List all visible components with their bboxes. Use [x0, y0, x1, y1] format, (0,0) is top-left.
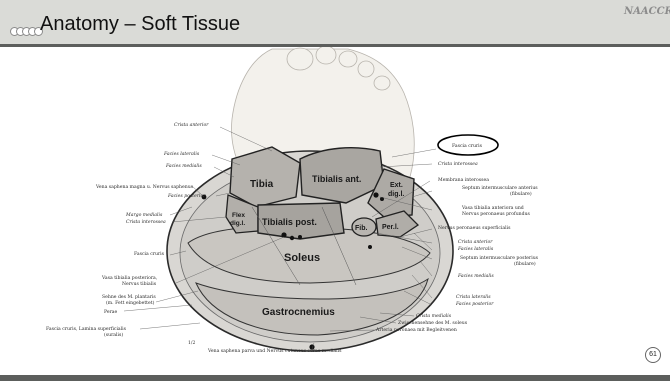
per-label: Per.l. [382, 224, 399, 231]
label-fascia-cruris-right: Fascia cruris [452, 143, 483, 149]
label-vena-saphena-parva: Vena saphena parva und Nervus cutaneus s… [207, 348, 342, 354]
label-facies-lateralis: Facies lateralis [163, 151, 200, 157]
scale-label: 1/2 [188, 340, 195, 346]
label-fett-eingebettet: (m. Fett eingebettet) [106, 299, 155, 306]
bottom-bar [0, 375, 670, 381]
label-suralis: (suralis) [104, 331, 123, 338]
tibia-label: Tibia [250, 179, 274, 190]
label-fibulare-2: (fibulare) [514, 260, 536, 267]
label-fascia-cruris-lamina: Fascia cruris, Lamina superficialis [46, 326, 127, 332]
ext-dig-label-2: dig.l. [388, 191, 404, 198]
label-nervus-peronaeus-profundus: Nervus peronaeus profundus [462, 211, 531, 217]
flex-dig-label: Flex [232, 212, 245, 219]
label-vena-saphena-magna: Vena saphena magna u. Nervus saphenus [95, 184, 194, 190]
label-margo-medialis: Margo medialis [125, 212, 163, 218]
label-fascia-cruris-left: Fascia cruris [134, 251, 165, 257]
label-sehne-plantaris: Sehne des M. plantaris [102, 294, 156, 300]
bullet-dots-icon [10, 23, 40, 41]
label-facies-medialis-right: Facies medialis [457, 273, 494, 279]
label-crista-medialis: Crista medialis [416, 313, 452, 319]
label-crista-lateralis: Crista lateralis [456, 294, 491, 300]
fib-label: Fib. [355, 225, 367, 232]
label-membrana-interossea: Membrana interossea [438, 177, 489, 183]
label-fibulare-1: (fibulare) [510, 190, 532, 197]
label-crista-interossea-right: Crista interossea [438, 161, 478, 167]
label-crista-anterior: Crista anterior [174, 122, 209, 128]
label-perae: Perae [104, 309, 118, 315]
label-zwischensehne-soleus: Zwischensehne des M. soleus [398, 320, 468, 326]
ext-dig-label: Ext. [390, 182, 403, 189]
slide-title: Anatomy – Soft Tissue [40, 13, 240, 36]
label-arteria-peronaea: Arteria peronaea mit Begleitvenen [375, 327, 457, 333]
label-facies-posterior: Facies posterior [167, 193, 206, 199]
page-number: 61 [645, 347, 661, 363]
gastrocnemius-label: Gastrocnemius [262, 307, 335, 318]
label-vasa-tibialia-anteriora: Vasa tibialia anteriora und [461, 205, 524, 211]
leg-cross-section-figure: Tibia Tibialis ant. Ext. dig.l. Flex dig… [0, 47, 670, 375]
label-facies-lateralis-right: Facies lateralis [457, 246, 494, 252]
label-facies-medialis: Facies medialis [165, 163, 202, 169]
label-crista-anterior-right: Crista anterior [458, 239, 493, 245]
soleus-label: Soleus [284, 252, 320, 264]
label-nervus-peronaeus-superficialis: Nervus peronaeus superficialis [438, 225, 511, 231]
label-vasa-tibialia-posteriora: Vasa tibialia posteriora, [101, 275, 158, 281]
tibialis-post-label: Tibialis post. [262, 217, 317, 227]
label-nervus-tibialis: Nervus tibialis [122, 281, 157, 287]
label-septum-posterius: Septum intermusculare posterius [460, 255, 539, 261]
flex-dig-label-2: dig.l. [230, 220, 245, 227]
label-septum-anterius: Septum intermusculare anterius [462, 185, 538, 191]
naaccr-logo: NAACCR [624, 6, 670, 17]
label-crista-interossea-left: Crista interossea [126, 219, 166, 225]
label-facies-posterior-right: Facies posterior [455, 301, 494, 307]
tibialis-ant-label: Tibialis ant. [312, 174, 361, 184]
